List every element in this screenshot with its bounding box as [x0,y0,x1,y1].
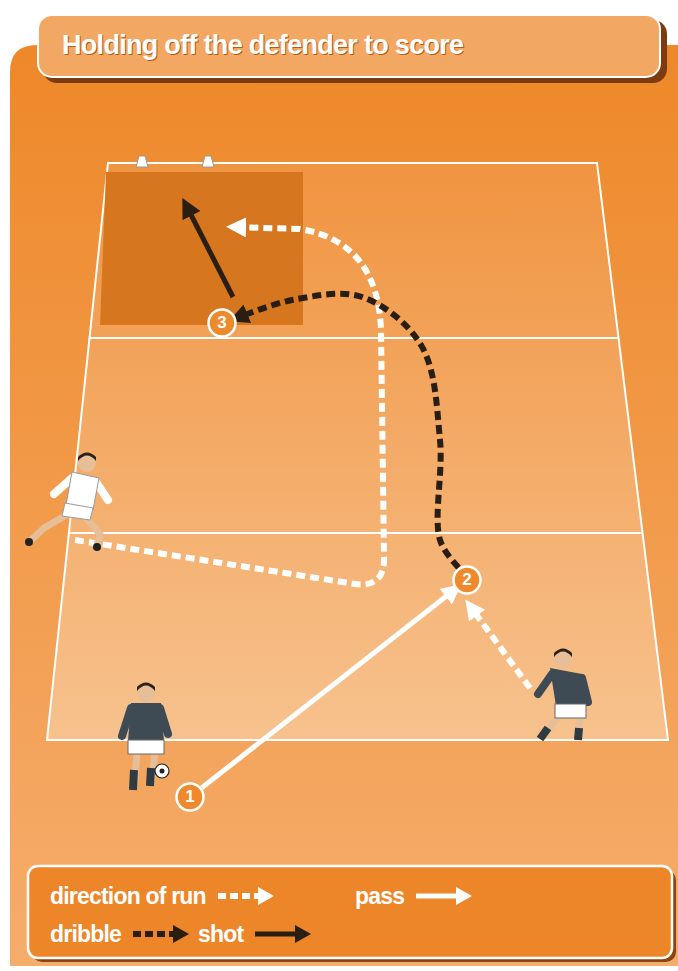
player-hair [78,453,96,462]
attacker-player [122,683,169,791]
legend-item: pass [355,880,474,912]
player-sock [540,728,548,739]
legend-text: shot [198,921,243,947]
callout-circle [177,784,204,811]
player-boot [25,538,33,546]
run-path [75,227,384,584]
player-shorts [555,704,586,718]
player-shorts [128,740,164,754]
pitch-line [90,337,619,339]
legend-sample [253,923,313,945]
legend-sample-head [295,925,311,943]
legend-sample-head [258,887,274,905]
player-sock [578,728,579,740]
player-arm [538,674,552,694]
legend-text: dribble [50,921,121,947]
callout-number-text: 3 [217,314,226,332]
callout-circle [209,310,236,337]
legend-item: shot [198,918,313,950]
player-shirt [128,703,164,741]
legend-text: pass [355,883,404,909]
football [155,764,169,778]
player-shirt [550,668,586,706]
defender-player [25,453,108,552]
shot-arrow [186,205,233,297]
legend-item: dribble [50,918,191,950]
player-leg [151,752,155,786]
legend-item: direction of run [50,880,276,912]
player-leg [30,514,68,541]
player-shorts [62,503,93,520]
target-zone [100,172,303,325]
goal-cone [136,156,148,167]
player-hair [554,649,572,658]
pitch-line [69,532,643,534]
legend-sample-head [456,887,472,905]
callout-number-text: 2 [462,571,471,589]
player-sock [133,770,134,790]
callout-number: 3 [207,308,237,338]
legend-box [28,866,672,958]
legend-sample-line [133,931,175,937]
legend-sample [414,885,474,907]
football-patch [160,769,165,774]
background-panel [10,45,678,966]
legend-sample-head [173,925,189,943]
run-path [470,606,530,688]
player-leg [134,752,137,790]
goal-cone [202,156,214,167]
legend-sample-line [255,932,297,937]
legend-sample-line [218,893,260,899]
pass-arrow [202,589,455,788]
title-band [38,15,660,77]
callout-number-text: 1 [185,788,194,806]
legend-sample [131,923,191,945]
callout-number: 2 [452,565,482,595]
dribble-arrow [236,294,458,568]
player-leg [578,716,580,740]
player-hair [137,683,155,692]
pitch [47,163,668,740]
legend-sample-line [416,894,458,899]
callout-number: 1 [175,782,205,812]
player-sock [150,768,151,786]
player-leg [84,516,100,546]
teammate-player [538,649,588,741]
legend-sample [216,885,276,907]
callout-circle [454,567,481,594]
player-boot [93,543,101,551]
diagram-title: Holding off the defender to score [62,29,652,61]
legend-text: direction of run [50,883,206,909]
